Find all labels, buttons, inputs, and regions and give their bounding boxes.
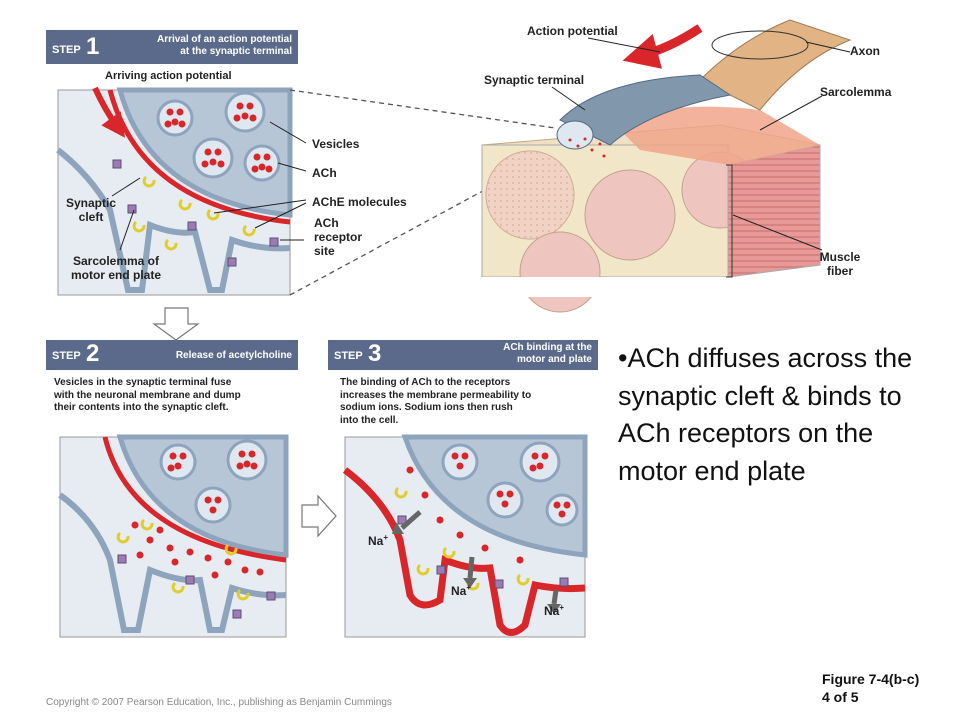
step2-synapse-picture: [58, 434, 289, 638]
sarcolemma-motor-line1: Sarcolemma of: [72, 254, 160, 268]
synaptic-terminal-label: Synaptic terminal: [484, 73, 585, 87]
vesicles-label: Vesicles: [312, 137, 360, 151]
sodium-symbol-1: Na: [368, 534, 384, 548]
step1-ache: [132, 175, 256, 251]
sarcolemma-label: Sarcolemma: [820, 85, 892, 99]
step3-desc-line3: sodium ions. Sodium ions then rush: [340, 402, 513, 413]
step3-desc-line1: The binding of ACh to the receptors: [340, 377, 511, 388]
cleft-line2: cleft: [78, 210, 104, 224]
overview-pointers: [551, 37, 851, 251]
step3-bar: [328, 340, 598, 370]
right-arrow: [301, 494, 337, 538]
sodium-charge-3: +: [559, 603, 565, 612]
sarcolemma-motor-end-plate-label: Sarcolemma of motor end plate: [54, 254, 178, 282]
step2-desc-line2: with the neuronal membrane and dump: [54, 389, 241, 401]
axon-label: Axon: [850, 44, 880, 58]
down-arrow: [152, 307, 200, 341]
step3-desc-line4: into the cell.: [340, 414, 399, 426]
action-potential-label: Action potential: [527, 24, 618, 38]
step2-bar: [46, 340, 298, 370]
sodium-charge-2: +: [466, 583, 472, 592]
step1-receptors: [112, 159, 279, 267]
step3-title-line2: motor and plate: [516, 354, 592, 365]
step3-number: 3: [368, 340, 382, 367]
ache-molecules-label: AChE molecules: [312, 195, 407, 209]
figure-label: Figure 7-4(b-c) 4 of 5: [822, 670, 919, 706]
step2-number: 2: [86, 340, 100, 367]
step3-description: The binding of ACh to the receptors incr…: [340, 377, 594, 427]
step2-desc-line1: Vesicles in the synaptic terminal fuse: [54, 377, 232, 388]
step1-number: 1: [86, 33, 100, 60]
step2-description: Vesicles in the synaptic terminal fuse w…: [54, 377, 294, 415]
muscle-fiber-label: Muscle fiber: [812, 250, 868, 278]
step1-title: Arrival of an action potential at the sy…: [110, 34, 292, 58]
sodium-charge-1: +: [383, 533, 389, 542]
receptor-line2: receptor: [314, 230, 363, 244]
figure-line1: Figure 7-4(b-c): [822, 671, 920, 687]
step3-synapse-picture: [342, 434, 588, 638]
step1-word: STEP: [52, 44, 81, 56]
receptor-line1: ACh: [314, 216, 339, 230]
step1-bar: [46, 30, 298, 64]
bullet-text: •ACh diffuses across the synaptic cleft …: [618, 343, 913, 486]
step1-title-line1: Arrival of an action potential: [156, 34, 292, 45]
synaptic-cleft-label: Synaptic cleft: [56, 196, 126, 224]
ach-receptor-site-label: ACh receptor site: [314, 216, 362, 258]
ach-label: ACh: [312, 166, 337, 180]
step2-word: STEP: [52, 350, 81, 362]
step3-word: STEP: [334, 350, 363, 362]
step1-pointers: [111, 121, 307, 251]
sodium-label-3: Na+: [544, 603, 564, 618]
sodium-label-1: Na+: [368, 533, 388, 548]
sodium-symbol-2: Na: [451, 584, 467, 598]
copyright: Copyright © 2007 Pearson Education, Inc.…: [46, 697, 392, 708]
cleft-line1: Synaptic: [65, 196, 116, 210]
sarcolemma-motor-line2: motor end plate: [70, 268, 161, 282]
step2-title: Release of acetylcholine: [175, 350, 292, 361]
step2-desc-line3: their contents into the synaptic cleft.: [54, 402, 229, 413]
muscle-line2: fiber: [826, 264, 853, 278]
step3-desc-line2: increases the membrane permeability to: [340, 389, 532, 401]
muscle-overview: [481, 19, 852, 313]
receptor-line3: site: [314, 244, 335, 258]
step1-vesicles: [156, 91, 281, 182]
step3-title-line1: ACh binding at the: [503, 342, 592, 353]
sodium-symbol-3: Na: [544, 604, 560, 618]
step1-synapse-picture: [56, 86, 293, 296]
sodium-label-2: Na+: [451, 583, 471, 598]
figure-line2: 4 of 5: [822, 689, 859, 705]
muscle-line1: Muscle: [819, 250, 861, 264]
step3-title: ACh binding at the motor and plate: [400, 342, 592, 366]
arriving-action-potential-label: Arriving action potential: [105, 70, 232, 82]
sodium-arrows: [400, 510, 559, 605]
step1-title-line2: at the synaptic terminal: [180, 46, 292, 57]
